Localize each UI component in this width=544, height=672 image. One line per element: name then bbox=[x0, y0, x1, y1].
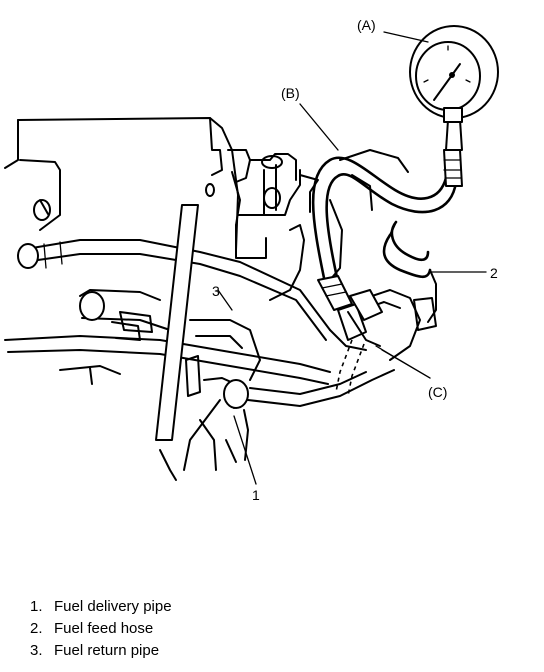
legend-text: Fuel delivery pipe bbox=[54, 598, 172, 615]
legend-item: 3. Fuel return pipe bbox=[30, 640, 172, 662]
legend-number: 1. bbox=[30, 598, 43, 615]
legend-text: Fuel feed hose bbox=[54, 620, 154, 637]
engine-block-outline bbox=[4, 117, 409, 301]
pressure-gauge bbox=[409, 25, 499, 123]
callout-1-label: 1 bbox=[252, 487, 260, 503]
callout-b-label: (B) bbox=[281, 85, 300, 101]
callout-2-label: 2 bbox=[490, 265, 498, 281]
gauge-hose bbox=[311, 119, 463, 284]
callout-3-label: 3 bbox=[212, 283, 220, 299]
callout-leaders bbox=[217, 31, 487, 485]
parts-legend: 1. Fuel delivery pipe 2. Fuel feed hose 3.… bbox=[30, 596, 172, 662]
lower-hoses bbox=[4, 239, 331, 385]
legend-item: 2. Fuel feed hose bbox=[30, 618, 172, 640]
fuel-feed-hose bbox=[355, 220, 437, 361]
legend-number: 2. bbox=[30, 620, 43, 637]
legend-number: 3. bbox=[30, 642, 43, 659]
legend-item: 1. Fuel delivery pipe bbox=[30, 596, 172, 618]
fuel-delivery-pipe bbox=[159, 319, 395, 481]
hose-connectors bbox=[317, 275, 383, 397]
callout-c-label: (C) bbox=[428, 384, 447, 400]
mounting-bracket bbox=[155, 204, 201, 441]
legend-text: Fuel return pipe bbox=[54, 642, 160, 659]
fuel-pressure-gauge-diagram: (A) (B) 2 3 (C) 1 bbox=[4, 17, 499, 503]
callout-a-label: (A) bbox=[357, 17, 376, 33]
